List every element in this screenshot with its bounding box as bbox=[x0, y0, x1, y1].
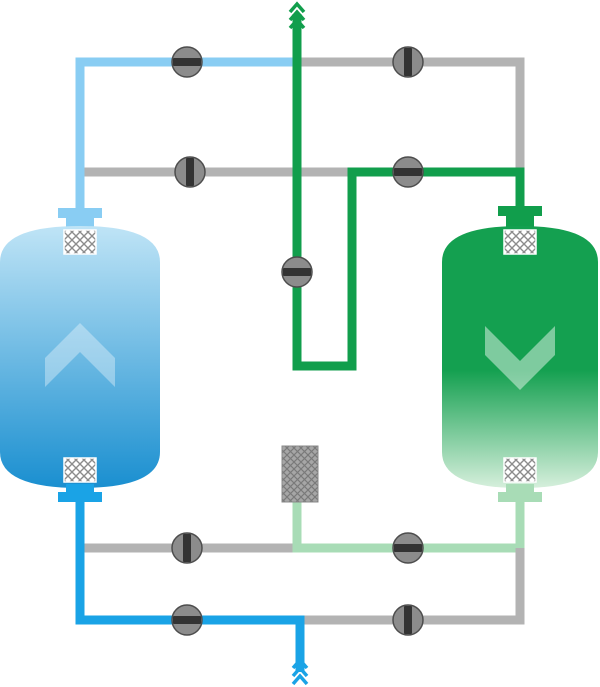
valve-bottom-lower-left[interactable] bbox=[171, 604, 203, 636]
valve-center-bypass[interactable] bbox=[281, 256, 313, 288]
flow-in-arrows bbox=[291, 657, 309, 686]
pipe-dry-outlet bbox=[292, 14, 525, 371]
tank-left bbox=[0, 208, 160, 502]
pipe-wet-inlet bbox=[75, 498, 305, 672]
pipe-bottom-lower-right bbox=[300, 548, 525, 625]
valve-mid-left[interactable] bbox=[174, 156, 206, 188]
tank-right-body bbox=[442, 226, 598, 488]
chevron-up-double-icon bbox=[291, 657, 309, 686]
mesh-icon bbox=[63, 229, 97, 255]
tank-left-bottom-neck bbox=[66, 484, 94, 494]
pipe-top-right bbox=[297, 57, 525, 172]
tank-right-top-neck bbox=[506, 214, 534, 228]
tank-left-bottom-flange bbox=[58, 492, 102, 502]
tank-right-bottom-flange bbox=[498, 492, 542, 502]
tank-right-bottom-neck bbox=[506, 484, 534, 494]
valve-mid-right[interactable] bbox=[392, 156, 424, 188]
tank-right bbox=[442, 206, 598, 502]
tank-left-body bbox=[0, 226, 160, 488]
valve-top-left[interactable] bbox=[171, 46, 203, 78]
pipe-top-left bbox=[75, 57, 297, 210]
purge-filter bbox=[281, 445, 319, 503]
chevron-up-double-icon bbox=[288, 1, 306, 30]
chevron-down-icon bbox=[485, 326, 555, 390]
valve-bottom-lower-right[interactable] bbox=[392, 604, 424, 636]
tank-right-top-flange bbox=[498, 206, 542, 216]
valve-top-right[interactable] bbox=[392, 46, 424, 78]
mesh-icon bbox=[63, 457, 97, 483]
valve-bottom-upper-left[interactable] bbox=[171, 532, 203, 564]
tank-left-top-flange bbox=[58, 208, 102, 218]
valves bbox=[171, 46, 424, 636]
mesh-icon bbox=[503, 229, 537, 255]
flow-out-arrows bbox=[288, 1, 306, 30]
mesh-icon bbox=[503, 457, 537, 483]
valve-bottom-upper-right[interactable] bbox=[392, 532, 424, 564]
chevron-up-icon bbox=[45, 323, 115, 387]
